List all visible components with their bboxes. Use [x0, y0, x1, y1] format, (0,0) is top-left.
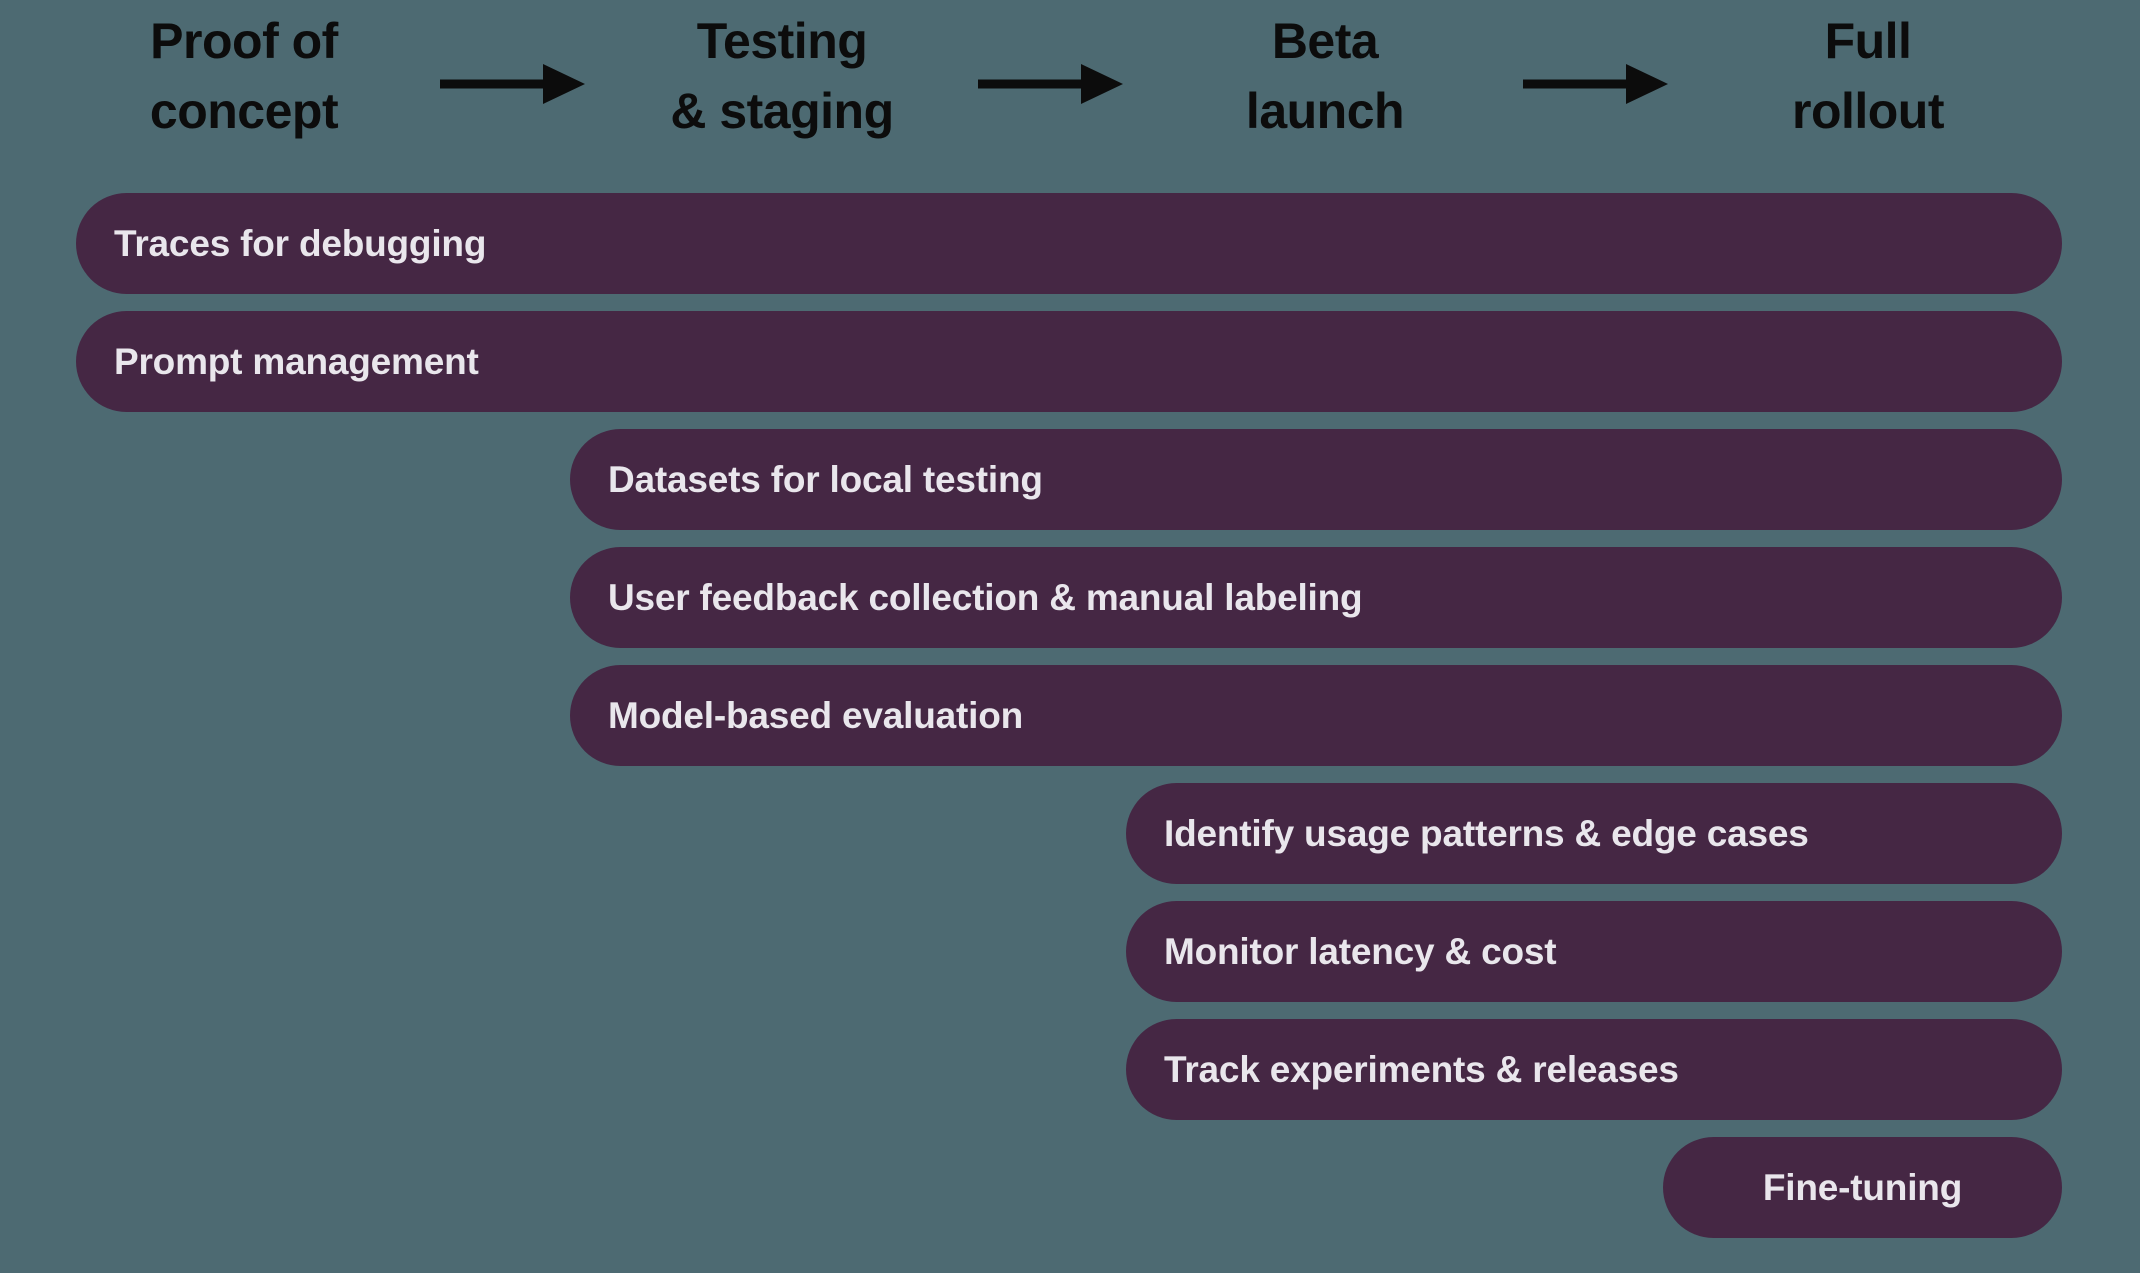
- capability-bar-label: Traces for debugging: [114, 223, 487, 264]
- phase-arrow-3-icon: [1523, 58, 1668, 110]
- capability-bar-label: Prompt management: [114, 341, 479, 382]
- phase-label-proof-of-concept: Proof of concept: [149, 13, 339, 139]
- capability-bar-label: Monitor latency & cost: [1164, 931, 1557, 972]
- capability-bar-model-based-evaluation[interactable]: Model-based evaluation: [570, 665, 2062, 766]
- capability-bar-track-experiments-releases[interactable]: Track experiments & releases: [1126, 1019, 2062, 1120]
- capability-bar-user-feedback-collection-manual-labeling[interactable]: User feedback collection & manual labeli…: [570, 547, 2062, 648]
- capability-bar-label: Datasets for local testing: [608, 459, 1043, 500]
- phase-label-testing-staging: Testing & staging: [670, 13, 894, 139]
- capability-bar-datasets-for-local-testing[interactable]: Datasets for local testing: [570, 429, 2062, 530]
- capability-bar-label: Fine-tuning: [1762, 1167, 1963, 1208]
- capability-bar-monitor-latency-cost[interactable]: Monitor latency & cost: [1126, 901, 2062, 1002]
- capability-bar-traces-for-debugging[interactable]: Traces for debugging: [76, 193, 2062, 294]
- phase-label-beta-launch: Beta launch: [1245, 13, 1405, 139]
- phase-arrow-2-icon: [978, 58, 1123, 110]
- capability-bar-label: Track experiments & releases: [1164, 1049, 1679, 1090]
- capability-bar-fine-tuning[interactable]: Fine-tuning: [1663, 1137, 2062, 1238]
- phase-label-full-rollout: Full rollout: [1791, 13, 1945, 139]
- capability-bar-prompt-management[interactable]: Prompt management: [76, 311, 2062, 412]
- capability-bar-label: Identify usage patterns & edge cases: [1164, 813, 1809, 854]
- phase-header-row: Proof of concept Testing & staging Beta la…: [0, 0, 2140, 170]
- capability-bar-identify-usage-patterns-edge-cases[interactable]: Identify usage patterns & edge cases: [1126, 783, 2062, 884]
- phase-arrow-1-icon: [440, 58, 585, 110]
- capability-bar-label: User feedback collection & manual labeli…: [608, 577, 1363, 618]
- capability-bar-label: Model-based evaluation: [608, 695, 1024, 736]
